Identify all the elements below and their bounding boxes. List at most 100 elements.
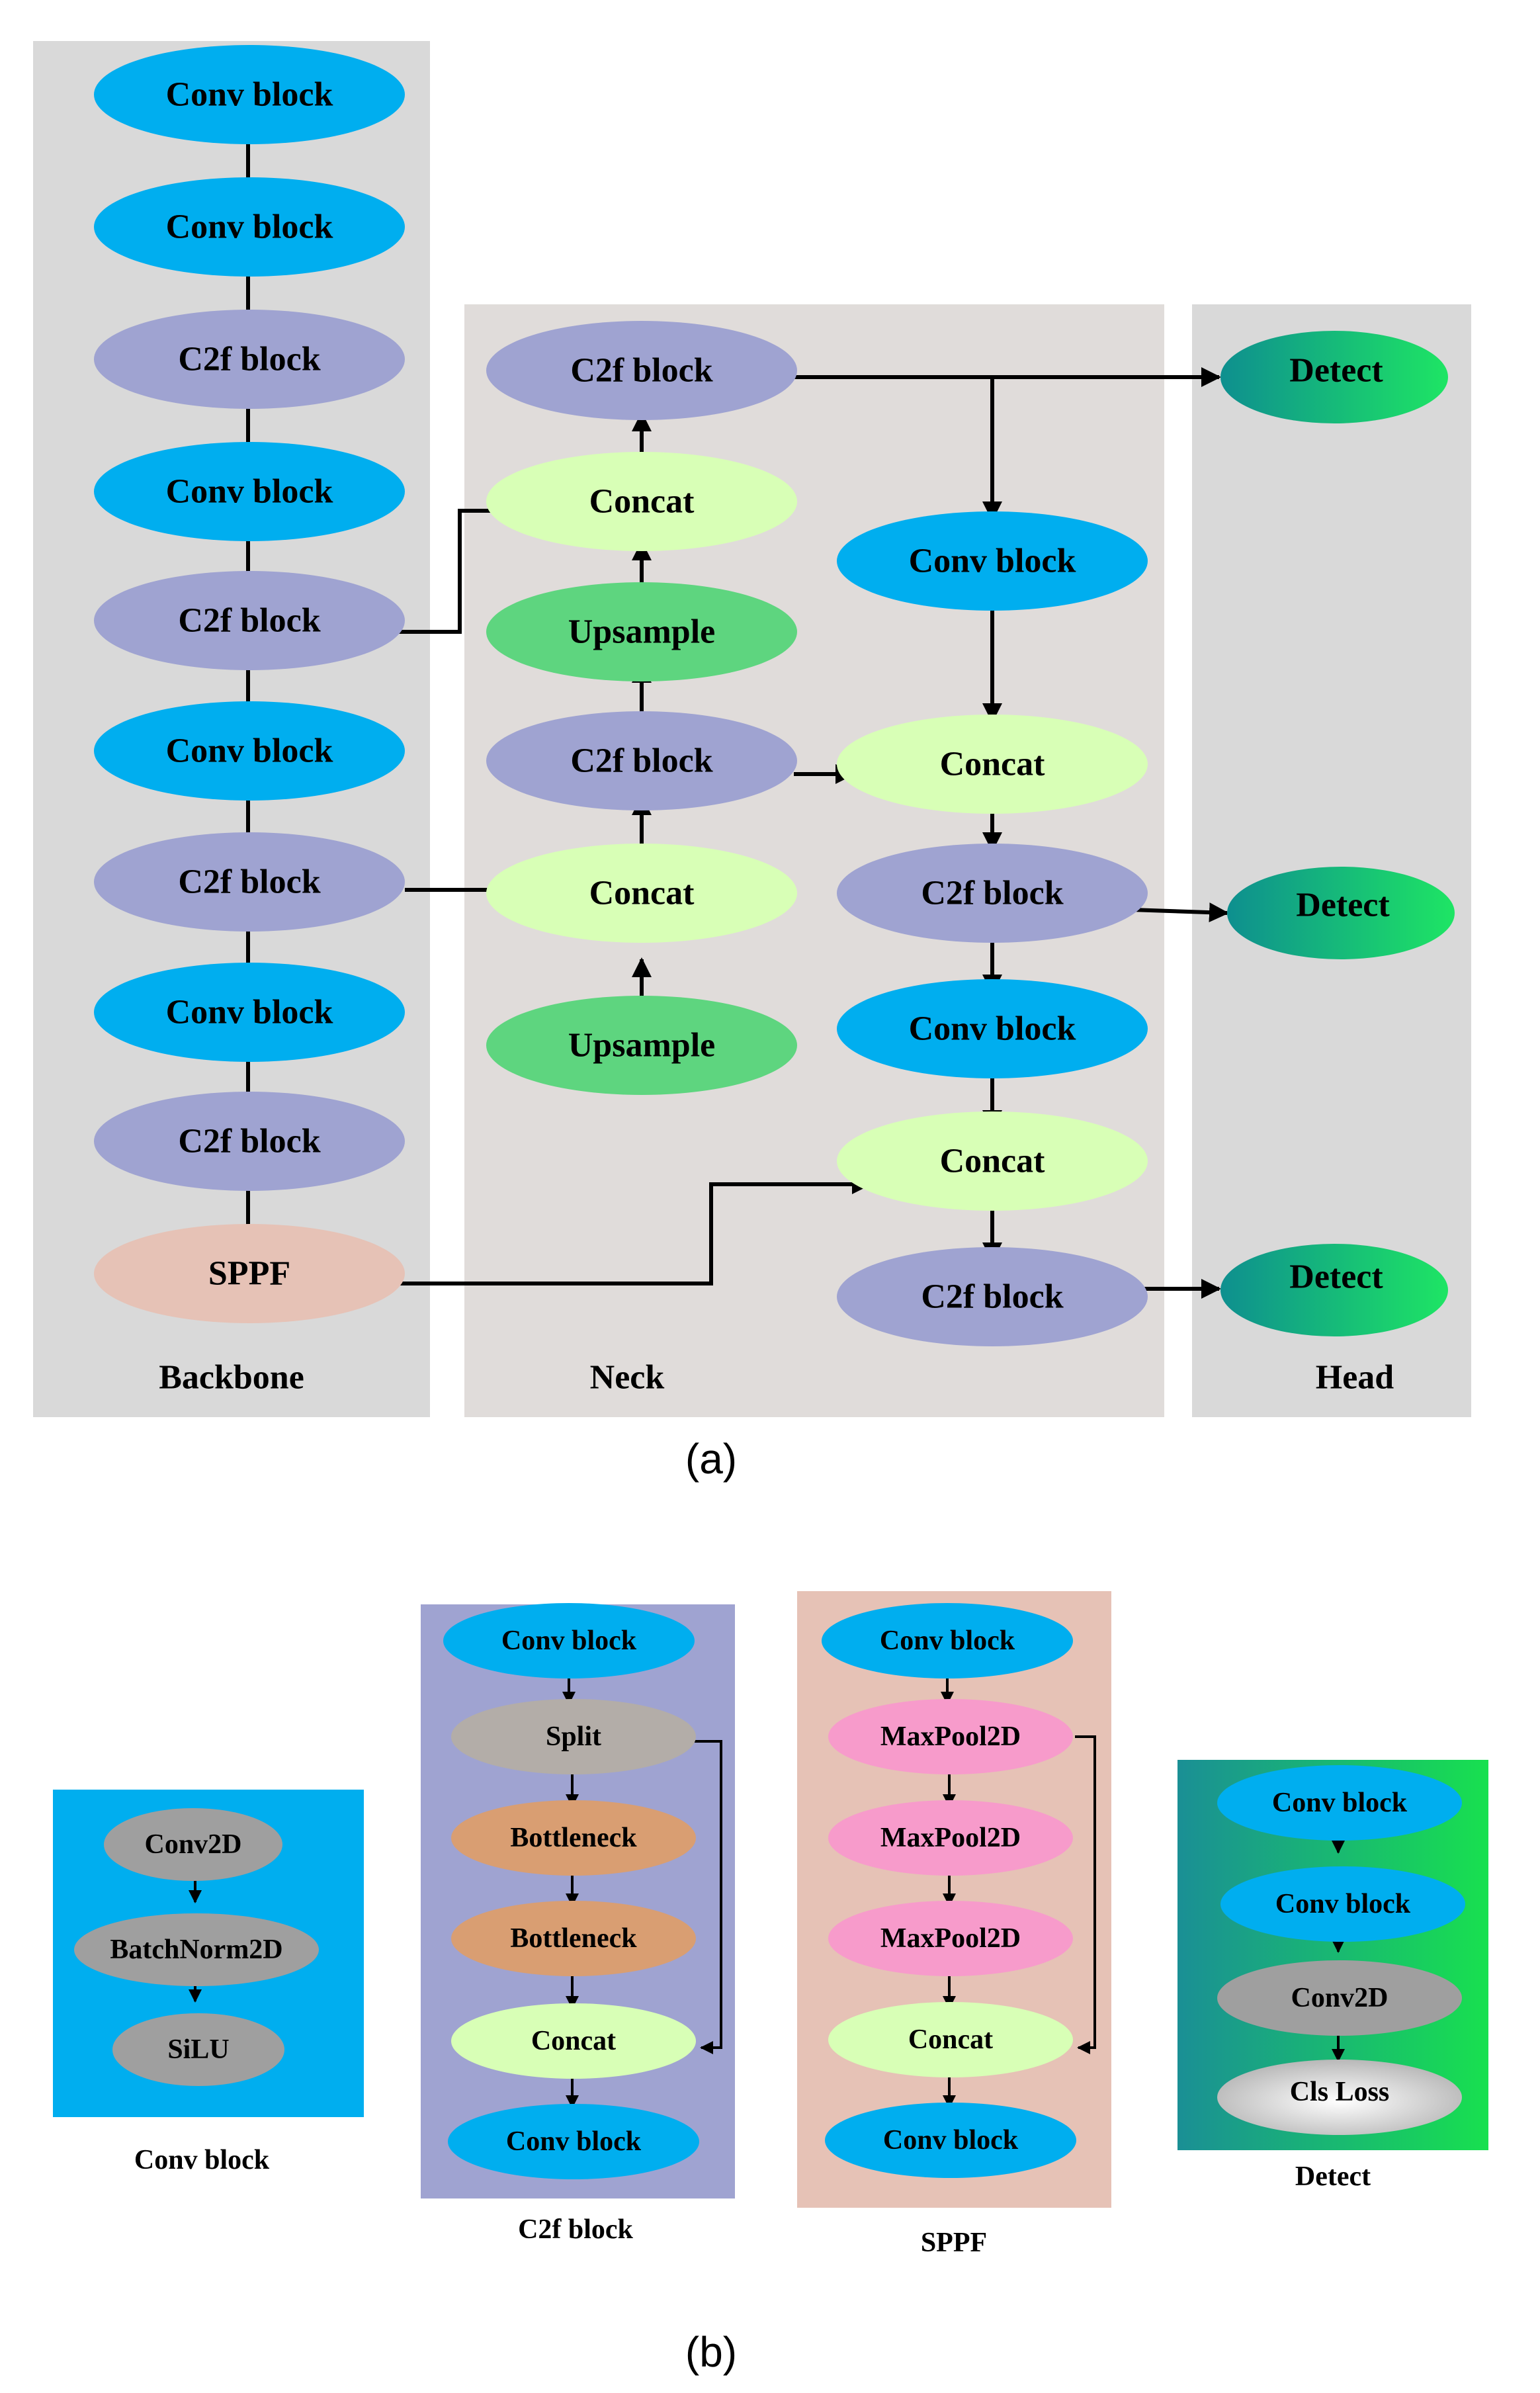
c2f-node-conv-block: Conv block: [448, 2104, 699, 2179]
backbone-node-conv-block: Conv block: [94, 442, 405, 541]
c2f-node-bottleneck: Bottleneck: [451, 1901, 696, 1976]
neck-node-conv-block: Conv block: [837, 979, 1148, 1078]
conv-block-node-batchnorm2d: BatchNorm2D: [74, 1913, 319, 1986]
svg-text:Conv block: Conv block: [166, 76, 333, 114]
svg-text:Cls Loss: Cls Loss: [1290, 2077, 1390, 2107]
c2f-block-label: C2f block: [518, 2214, 633, 2245]
svg-text:Detect: Detect: [1289, 1258, 1383, 1296]
backbone-nodes: Conv block Conv block C2f block Conv blo…: [94, 45, 405, 1323]
svg-text:Detect: Detect: [1289, 352, 1383, 390]
backbone-node-c2f-block: C2f block: [94, 1092, 405, 1191]
c2f-node-conv-block: Conv block: [443, 1603, 695, 1678]
c2f-node-concat: Concat: [451, 2003, 696, 2079]
svg-text:C2f block: C2f block: [178, 602, 320, 640]
sppf-detail-nodes: Conv block MaxPool2D MaxPool2D MaxPool2D…: [822, 1603, 1076, 2178]
svg-text:C2f block: C2f block: [921, 1278, 1063, 1316]
sppf-node-maxpool2d: MaxPool2D: [828, 1800, 1073, 1876]
svg-text:C2f block: C2f block: [178, 863, 320, 901]
caption-a: (a): [685, 1435, 737, 1483]
sppf-node-concat: Concat: [828, 2002, 1073, 2077]
svg-text:Conv block: Conv block: [166, 473, 333, 511]
svg-text:MaxPool2D: MaxPool2D: [880, 1823, 1021, 1853]
neck-label: Neck: [590, 1359, 665, 1397]
neck-node-upsample: Upsample: [486, 996, 797, 1095]
svg-text:C2f block: C2f block: [570, 352, 712, 390]
svg-text:SPPF: SPPF: [208, 1255, 290, 1293]
svg-text:Bottleneck: Bottleneck: [510, 1923, 637, 1954]
svg-text:Conv block: Conv block: [166, 994, 333, 1031]
svg-text:Concat: Concat: [531, 2026, 616, 2056]
backbone-node-sppf: SPPF: [94, 1224, 405, 1323]
svg-text:Conv block: Conv block: [506, 2126, 642, 2157]
caption-b: (b): [685, 2328, 737, 2376]
neck-node-concat: Concat: [486, 452, 797, 551]
head-nodes: Detect Detect Detect: [1220, 331, 1455, 1336]
conv-block-detail-nodes: Conv2D BatchNorm2D SiLU: [74, 1808, 319, 2086]
svg-text:Conv block: Conv block: [909, 543, 1076, 580]
backbone-node-c2f-block: C2f block: [94, 310, 405, 409]
neck-node-c2f-block: C2f block: [486, 321, 797, 420]
backbone-node-conv-block: Conv block: [94, 701, 405, 801]
detect-label: Detect: [1295, 2161, 1371, 2192]
svg-text:Detect: Detect: [1296, 887, 1390, 924]
detect-detail-nodes: Conv block Conv block Conv2D Cls Loss: [1217, 1765, 1465, 2135]
detect-node-conv2d: Conv2D: [1217, 1960, 1462, 2036]
conv-block-node-conv2d: Conv2D: [104, 1808, 282, 1881]
sppf-label: SPPF: [921, 2228, 987, 2258]
neck-node-concat: Concat: [837, 1111, 1148, 1211]
neck-left-nodes: C2f block Concat Upsample C2f block Conc…: [486, 321, 797, 1095]
svg-text:BatchNorm2D: BatchNorm2D: [110, 1935, 282, 1965]
svg-text:Upsample: Upsample: [568, 1027, 715, 1065]
svg-text:Conv block: Conv block: [166, 732, 333, 770]
detect-node-conv-block: Conv block: [1220, 1866, 1465, 1942]
head-label: Head: [1316, 1359, 1394, 1397]
svg-text:Conv block: Conv block: [880, 1626, 1015, 1656]
svg-text:MaxPool2D: MaxPool2D: [880, 1721, 1021, 1752]
svg-text:Upsample: Upsample: [568, 613, 715, 651]
backbone-node-c2f-block: C2f block: [94, 571, 405, 670]
backbone-node-conv-block: Conv block: [94, 177, 405, 277]
svg-text:Conv block: Conv block: [883, 2125, 1019, 2155]
neck-node-c2f-block: C2f block: [837, 844, 1148, 943]
svg-text:Bottleneck: Bottleneck: [510, 1823, 637, 1853]
detect-node-conv-block: Conv block: [1217, 1765, 1462, 1841]
svg-text:Conv block: Conv block: [1275, 1889, 1411, 1919]
svg-text:C2f block: C2f block: [921, 875, 1063, 912]
svg-text:C2f block: C2f block: [178, 341, 320, 378]
backbone-node-conv-block: Conv block: [94, 45, 405, 144]
sppf-node-conv-block: Conv block: [822, 1603, 1073, 1678]
svg-text:Conv2D: Conv2D: [1291, 1983, 1388, 2013]
svg-text:Conv2D: Conv2D: [144, 1829, 241, 1860]
conv-block-node-silu: SiLU: [112, 2013, 284, 2086]
neck-node-concat: Concat: [837, 715, 1148, 814]
neck-node-c2f-block: C2f block: [486, 711, 797, 810]
sppf-node-maxpool2d: MaxPool2D: [828, 1699, 1073, 1774]
svg-text:MaxPool2D: MaxPool2D: [880, 1923, 1021, 1954]
svg-text:Concat: Concat: [908, 2024, 993, 2055]
svg-text:Conv block: Conv block: [1272, 1788, 1408, 1818]
detect-node-cls-loss: Cls Loss: [1217, 2060, 1462, 2135]
neck-node-concat: Concat: [486, 844, 797, 943]
svg-text:Conv block: Conv block: [501, 1626, 637, 1656]
svg-text:Concat: Concat: [589, 483, 695, 521]
svg-text:Conv block: Conv block: [166, 208, 333, 246]
backbone-node-c2f-block: C2f block: [94, 832, 405, 932]
svg-text:Split: Split: [546, 1721, 601, 1752]
head-node-detect: Detect: [1220, 1244, 1448, 1336]
svg-text:C2f block: C2f block: [570, 742, 712, 780]
head-panel: [1192, 304, 1471, 1417]
backbone-label: Backbone: [159, 1359, 304, 1397]
neck-node-conv-block: Conv block: [837, 511, 1148, 611]
c2f-node-bottleneck: Bottleneck: [451, 1800, 696, 1876]
neck-node-upsample: Upsample: [486, 582, 797, 681]
head-node-detect: Detect: [1220, 331, 1448, 423]
conv-block-label: Conv block: [134, 2145, 270, 2175]
neck-right-nodes: Conv block Concat C2f block Conv block C…: [837, 511, 1148, 1346]
backbone-node-conv-block: Conv block: [94, 963, 405, 1062]
c2f-node-split: Split: [451, 1699, 696, 1774]
svg-text:Concat: Concat: [940, 746, 1046, 783]
neck-node-c2f-block: C2f block: [837, 1247, 1148, 1346]
sppf-node-maxpool2d: MaxPool2D: [828, 1901, 1073, 1976]
svg-text:Concat: Concat: [589, 875, 695, 912]
